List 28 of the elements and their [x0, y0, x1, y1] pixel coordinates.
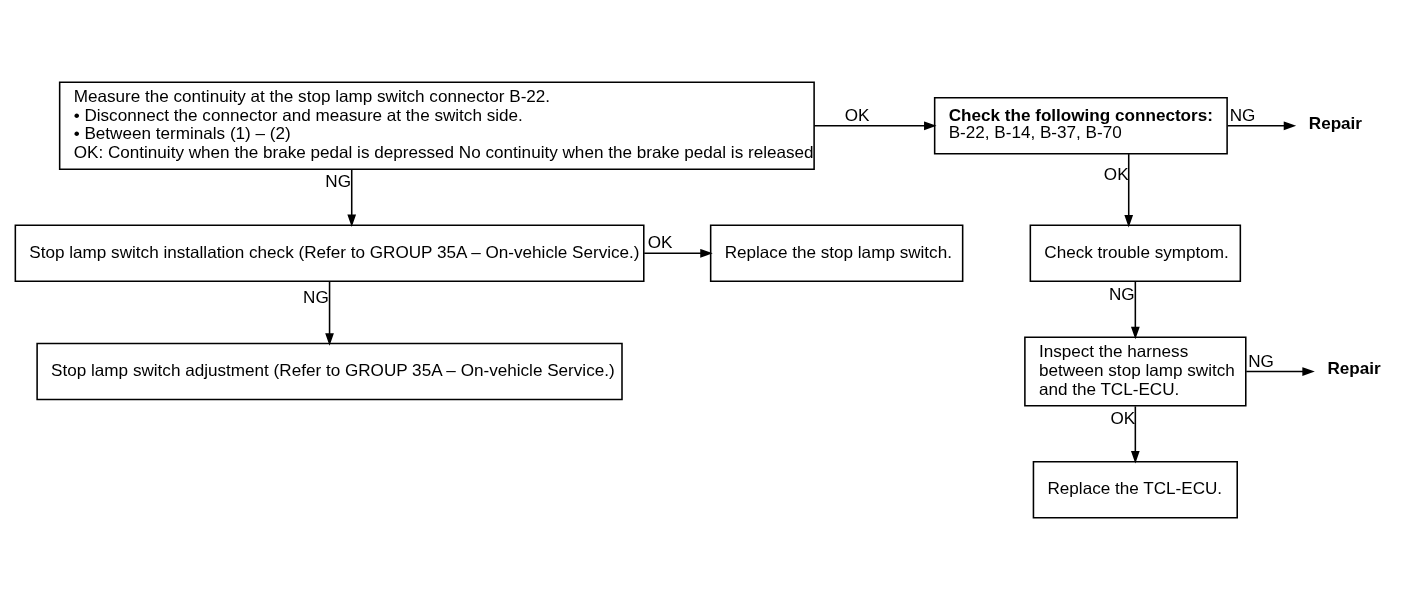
node-box: Replace the TCL-ECU. [1032, 460, 1238, 519]
edge-label: OK [647, 232, 673, 252]
node-box: Stop lamp switch installation check (Refer to GROUP 35A – On-vehicle Service.) [14, 224, 645, 282]
node-box: Inspect the harness between stop lamp switch and the TCL-ECU. [1024, 336, 1247, 407]
edge-label: NG [325, 171, 351, 191]
arrow [1130, 405, 1140, 464]
edge-label: OK [1110, 408, 1136, 428]
node-box: Stop lamp switch adjustment (Refer to GROUP 35A – On-vehicle Service.) [36, 342, 623, 400]
arrow [1124, 152, 1134, 227]
edge-label: NG [1248, 351, 1274, 371]
node-box: Measure the continuity at the stop lamp switch connector B-22. • Disconnect the connector and measure at the switch side. • Between terminals (1) – (2) OK: Continuity when the brake pedal is depressed No continuity when the brake pedal is released [58, 80, 815, 170]
edge-label: NG [303, 287, 329, 307]
node-box: Check the following connectors: B-22, B-14, B-37, B-70 [933, 96, 1228, 155]
edge-label: NG [1108, 284, 1135, 304]
edge-label: OK [1103, 164, 1129, 184]
edge-label: OK [844, 105, 870, 125]
arrow [1130, 280, 1140, 339]
node-text: Repair [1327, 358, 1381, 378]
edge-label: NG [1229, 105, 1256, 125]
arrow [1227, 120, 1297, 130]
arrow [643, 248, 713, 258]
node-box: Check trouble symptom. [1029, 224, 1242, 282]
arrow [325, 280, 334, 346]
arrow [1245, 366, 1315, 376]
node-text: Repair [1308, 113, 1363, 133]
arrow [347, 168, 357, 227]
node-box: Replace the stop lamp switch. [709, 224, 964, 282]
arrow [813, 120, 937, 130]
